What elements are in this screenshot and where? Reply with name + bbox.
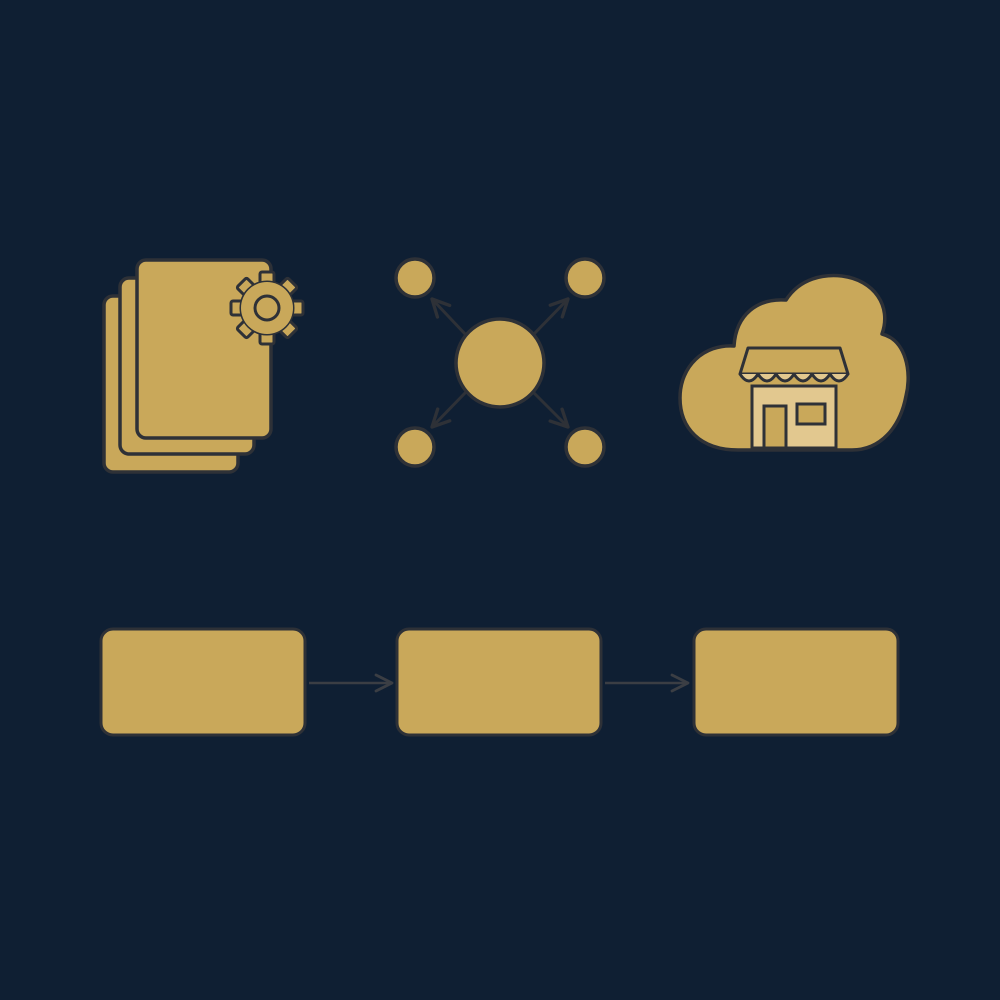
satellite-node-bottom-right [564,426,606,468]
satellite-node-top-right [564,257,606,299]
store-awning-top [738,346,850,376]
satellite-node-top-left [394,257,436,299]
hub-distribution-icon [394,257,606,468]
flow-step-1 [99,627,307,737]
satellite-node-bottom-left [394,426,436,468]
store-door [762,404,788,450]
arrow-up-right [531,297,570,337]
flow-step-2 [395,627,603,737]
gear-icon [229,270,305,346]
process-flow [99,627,900,737]
arrow-down-left [430,390,468,429]
store-window [795,402,827,426]
cloud-storefront-icon [678,273,910,452]
hub-node [454,317,546,409]
flow-step-3 [692,627,900,737]
document-stack-gear-icon [102,258,305,474]
arrow-up-left [430,297,468,337]
store-awning-scallops [738,372,850,383]
arrow-down-right [531,390,570,429]
storefront-icon [738,346,850,450]
